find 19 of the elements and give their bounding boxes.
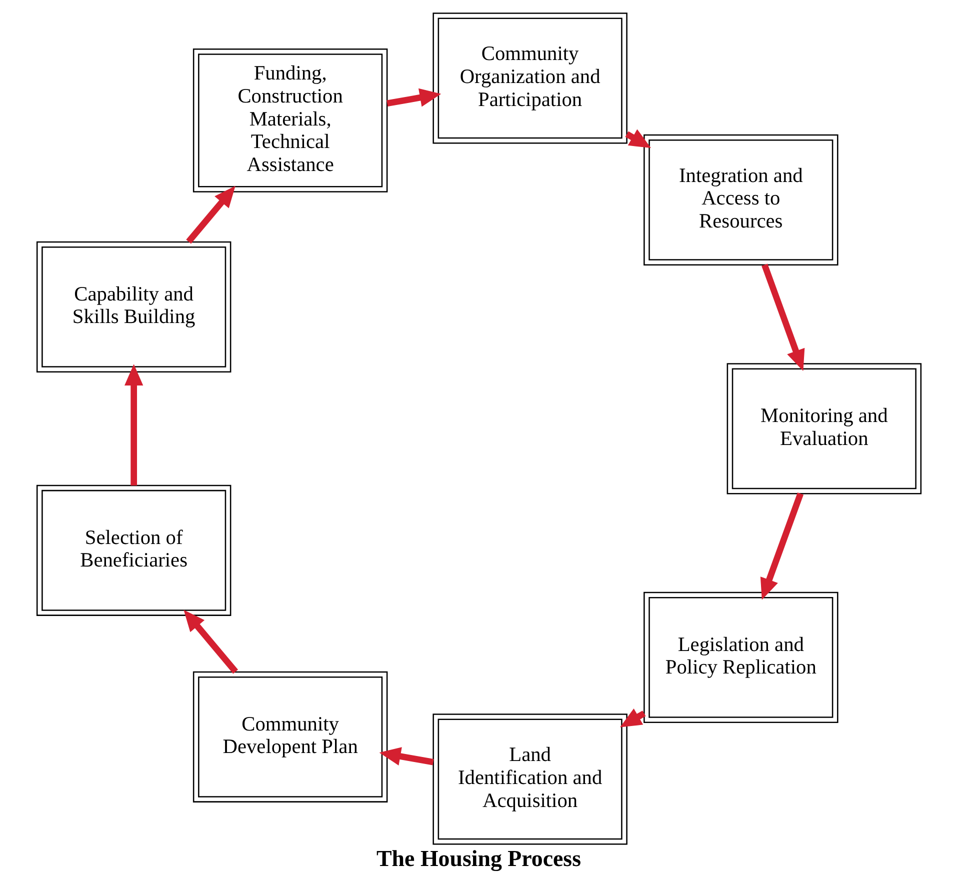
arrow (124, 364, 144, 486)
arrow (625, 129, 651, 148)
node-box: Land Identification and Acquisition (432, 714, 628, 845)
node-box: Monitoring and Evaluation (726, 363, 922, 494)
node-box: Funding, Construction Materials, Technical Assistance (192, 48, 388, 192)
node-box: Integration and Access to Resources (644, 134, 838, 266)
diagram-title: The Housing Process (376, 846, 582, 872)
arrow (760, 492, 804, 600)
arrow (379, 747, 434, 766)
node-box: Community Organization and Participation (432, 12, 628, 144)
arrow (186, 186, 236, 244)
node-box: Community Developent Plan (192, 671, 388, 802)
arrow (762, 264, 805, 372)
arrow (620, 708, 646, 728)
node-box: Capability and Skills Building (36, 241, 232, 372)
node-box: Legislation and Policy Replication (644, 592, 838, 723)
arrow (184, 610, 238, 674)
node-box: Selection of Beneficiaries (36, 484, 232, 616)
arrow (386, 88, 442, 107)
